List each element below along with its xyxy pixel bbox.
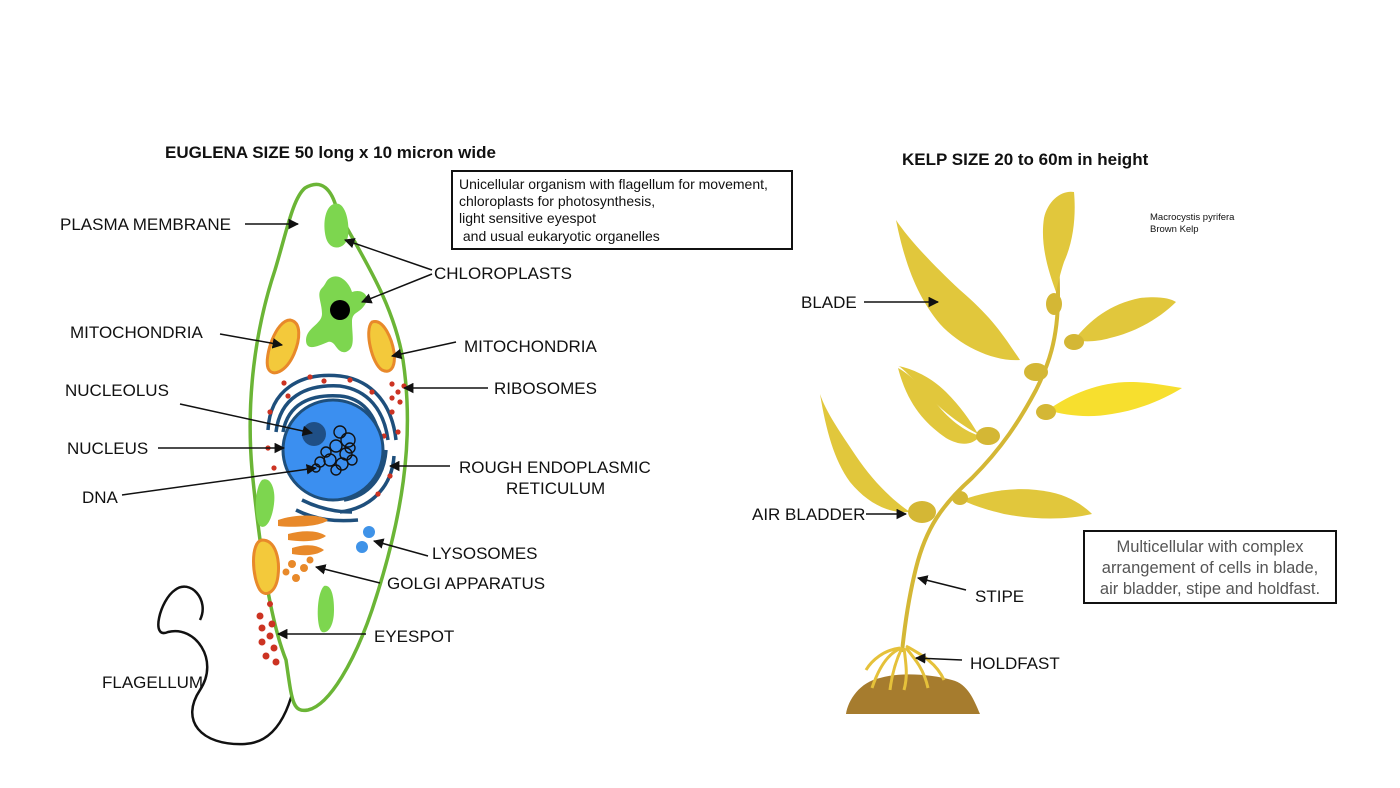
central-dark-body bbox=[330, 300, 350, 320]
air-bladder bbox=[976, 427, 1000, 445]
lysosome bbox=[356, 541, 368, 553]
label-chloroplasts: CHLOROPLASTS bbox=[434, 264, 572, 283]
label-ribosomes: RIBOSOMES bbox=[494, 379, 597, 398]
kelp-description-line-2: arrangement of cells in blade, bbox=[1102, 559, 1318, 577]
ribosomes bbox=[265, 374, 407, 499]
euglena-description-line-1: Unicellular organism with flagellum for … bbox=[459, 176, 768, 192]
euglena-title: EUGLENA SIZE 50 long x 10 micron wide bbox=[165, 143, 496, 162]
kelp-description-line-1: Multicellular with complex bbox=[1116, 538, 1304, 556]
euglena-leader-lines bbox=[121, 218, 488, 640]
kelp-description-line-3: air bladder, stipe and holdfast. bbox=[1100, 580, 1320, 598]
blade-right-bright bbox=[1048, 382, 1182, 417]
chloroplast-bottom bbox=[317, 585, 334, 633]
blade-lower-right bbox=[962, 489, 1092, 519]
air-bladder bbox=[1024, 363, 1048, 381]
label-stipe: STIPE bbox=[975, 587, 1024, 606]
kelp-species-name: Macrocystis pyrifera bbox=[1150, 212, 1235, 223]
nucleus bbox=[281, 398, 385, 502]
holdfast-soil bbox=[846, 674, 980, 714]
euglena-description-box: Unicellular organism with flagellum for … bbox=[451, 170, 793, 250]
blade-upper-left bbox=[896, 220, 1020, 361]
air-bladder bbox=[908, 501, 936, 523]
blade-right-upper bbox=[1074, 297, 1176, 342]
golgi-apparatus bbox=[278, 515, 328, 582]
kelp-title: KELP SIZE 20 to 60m in height bbox=[902, 150, 1149, 169]
mitochondrion-lower bbox=[252, 538, 280, 595]
chloroplast-top bbox=[324, 203, 349, 248]
label-holdfast: HOLDFAST bbox=[970, 654, 1060, 673]
kelp-description-box: Multicellular with complex arrangement o… bbox=[1083, 530, 1337, 604]
air-bladders bbox=[908, 293, 1084, 523]
air-bladder bbox=[1036, 404, 1056, 420]
blade-top bbox=[1042, 191, 1075, 292]
label-dna: DNA bbox=[82, 488, 119, 507]
kelp-section: KELP SIZE 20 to 60m in height Macrocysti… bbox=[752, 150, 1337, 714]
euglena-description-line-3: light sensitive eyespot bbox=[459, 210, 596, 226]
label-golgi-apparatus: GOLGI APPARATUS bbox=[387, 574, 545, 593]
blade-middle-left-body bbox=[898, 368, 980, 444]
kelp-leader-lines bbox=[864, 296, 967, 664]
nucleolus bbox=[302, 422, 326, 446]
euglena-description-line-4: and usual eukaryotic organelles bbox=[459, 228, 660, 244]
blade-middle-left bbox=[898, 366, 978, 434]
label-lysosomes: LYSOSOMES bbox=[432, 544, 538, 563]
chloroplast-left bbox=[255, 479, 275, 527]
label-nucleus: NUCLEUS bbox=[67, 439, 148, 458]
air-bladder bbox=[1064, 334, 1084, 350]
label-rer-line-1: ROUGH ENDOPLASMIC bbox=[459, 458, 651, 477]
label-air-bladder: AIR BLADDER bbox=[752, 505, 865, 524]
lysosome bbox=[363, 526, 375, 538]
dna-chromatin bbox=[311, 425, 358, 476]
flagellum bbox=[157, 585, 302, 746]
label-rer-line-2: RETICULUM bbox=[506, 479, 605, 498]
euglena-section: EUGLENA SIZE 50 long x 10 micron wide Un… bbox=[60, 143, 793, 746]
mitochondrion-right bbox=[367, 320, 396, 373]
euglena-description-line-2: chloroplasts for photosynthesis, bbox=[459, 193, 655, 209]
label-eyespot: EYESPOT bbox=[374, 627, 454, 646]
label-plasma-membrane: PLASMA MEMBRANE bbox=[60, 215, 231, 234]
kelp-blades bbox=[820, 191, 1182, 519]
label-nucleolus: NUCLEOLUS bbox=[65, 381, 169, 400]
air-bladder bbox=[952, 491, 968, 505]
kelp-common-name: Brown Kelp bbox=[1150, 224, 1199, 235]
label-mitochondria-right: MITOCHONDRIA bbox=[464, 337, 598, 356]
blade-lower-left bbox=[820, 394, 910, 513]
label-flagellum: FLAGELLUM bbox=[102, 673, 203, 692]
eyespot bbox=[256, 601, 280, 666]
air-bladder bbox=[1046, 293, 1062, 315]
holdfast-roots bbox=[864, 644, 946, 691]
label-mitochondria-left: MITOCHONDRIA bbox=[70, 323, 204, 342]
label-blade: BLADE bbox=[801, 293, 857, 312]
